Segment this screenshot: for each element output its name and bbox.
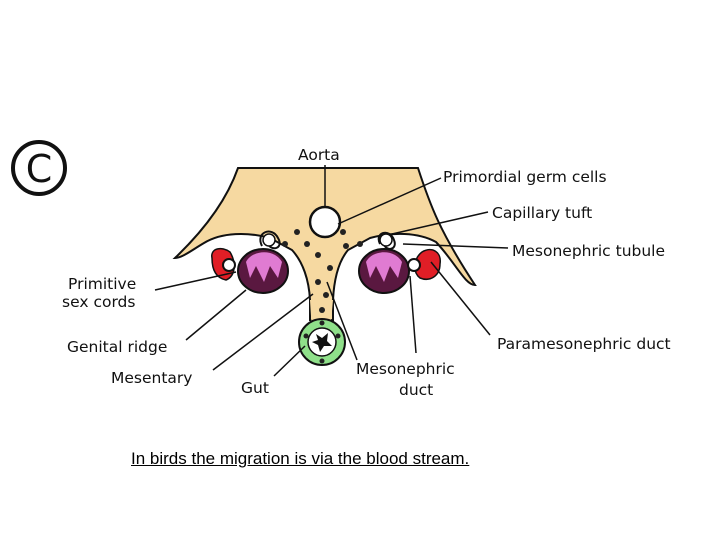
panel-letter: C bbox=[26, 147, 53, 191]
leader-lines bbox=[154, 165, 509, 377]
aorta-vessel bbox=[308, 205, 342, 239]
label-paramesonephric-duct: Paramesonephric duct bbox=[497, 335, 671, 353]
panel-letter-badge: C bbox=[11, 140, 67, 196]
label-sex-cords: sex cords bbox=[62, 293, 135, 311]
sex-cords-left bbox=[246, 252, 282, 282]
paramesonephric-ducts bbox=[211, 247, 441, 281]
label-primitive: Primitive bbox=[68, 275, 136, 293]
genital-ridge-right bbox=[358, 248, 410, 294]
label-mesentary: Mesentary bbox=[111, 369, 192, 387]
primordial-germ-cells bbox=[282, 229, 363, 313]
capillary-tufts bbox=[262, 233, 393, 247]
sex-cords-right bbox=[366, 252, 402, 282]
label-mesonephric-tubule: Mesonephric tubule bbox=[512, 242, 665, 260]
caption-text: In birds the migration is via the blood … bbox=[131, 449, 470, 468]
label-mesonephric: Mesonephric bbox=[356, 360, 455, 378]
label-capillary-tuft: Capillary tuft bbox=[492, 204, 592, 222]
label-genital-ridge: Genital ridge bbox=[67, 338, 167, 356]
body-wall-tissue bbox=[172, 167, 477, 321]
label-duct: duct bbox=[399, 381, 433, 399]
label-primordial-germ-cells: Primordial germ cells bbox=[443, 168, 607, 186]
label-gut: Gut bbox=[241, 379, 269, 397]
gut bbox=[298, 318, 346, 366]
genital-ridge-left bbox=[237, 248, 289, 294]
label-aorta: Aorta bbox=[298, 146, 340, 164]
